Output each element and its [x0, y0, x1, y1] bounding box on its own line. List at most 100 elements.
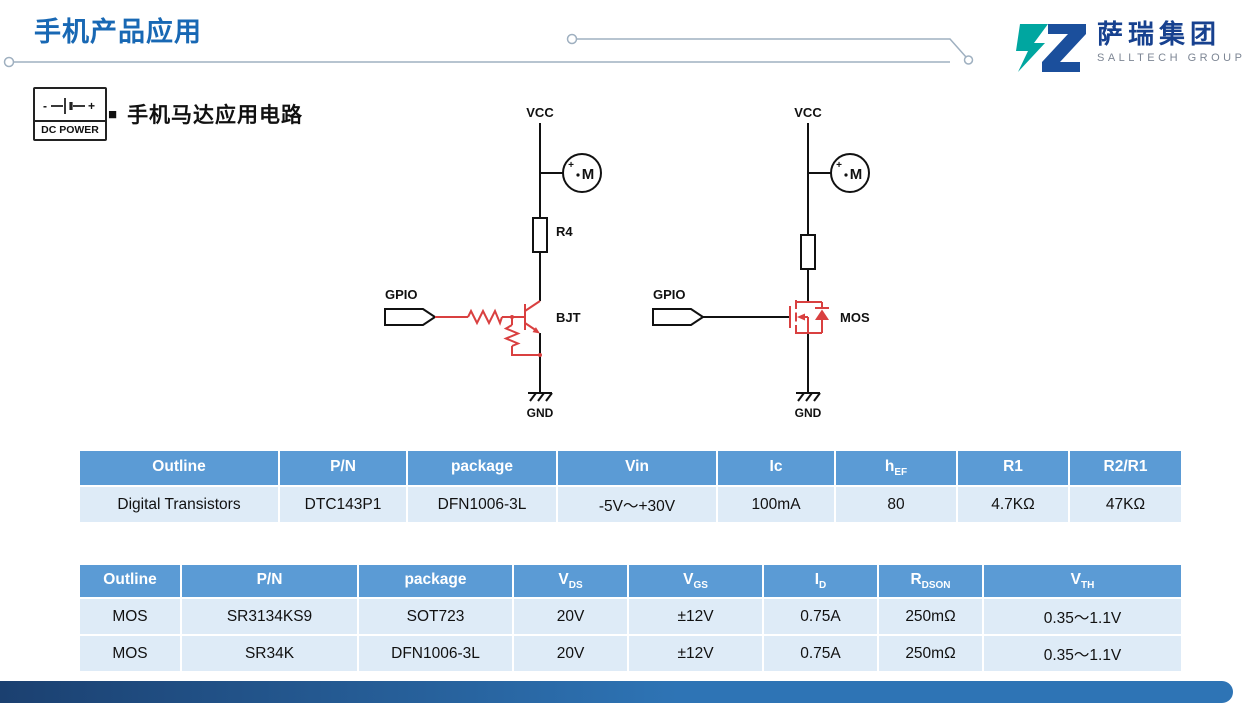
column-header: ID — [762, 563, 879, 599]
transistor-spec-table: Outline P/N package Vin Ic hEF R1 R2/R1 … — [78, 449, 1183, 524]
table-cell: Digital Transistors — [78, 485, 280, 524]
body-arrow — [797, 313, 805, 321]
gnd-label: GND — [795, 406, 822, 420]
section-title: 手机马达应用电路 — [127, 104, 304, 127]
base-emitter-resistor-symbol — [503, 324, 521, 347]
logo-company-name-en: SALLTECH GROUP — [1097, 51, 1246, 64]
table-row: Digital Transistors DTC143P1 DFN1006-3L … — [78, 485, 1183, 524]
bjt-label: BJT — [556, 310, 581, 325]
header-subscript: TH — [1081, 580, 1095, 592]
header-label: package — [450, 457, 514, 475]
header-label: P/N — [330, 457, 356, 475]
gpio-connector — [652, 308, 705, 326]
gpio-label: GPIO — [653, 287, 686, 302]
header-label: Ic — [769, 457, 783, 475]
table-cell: DTC143P1 — [278, 485, 408, 524]
column-header: VGS — [627, 563, 764, 599]
junction-dot — [510, 315, 514, 319]
column-header: R1 — [956, 449, 1070, 487]
column-header: Vin — [556, 449, 718, 487]
column-header: P/N — [278, 449, 408, 487]
section-bullet: ■ — [108, 105, 118, 123]
table-cell: MOS — [78, 597, 182, 636]
table-header-row: Outline P/N package Vin Ic hEF R1 R2/R1 — [78, 449, 1183, 487]
header-label: V — [1070, 570, 1081, 588]
dc-power-icon: - + DC POWER — [33, 87, 107, 141]
table-row: MOS SR34K DFN1006-3L 20V ±12V 0.75A 250m… — [78, 634, 1183, 673]
logo-text: 萨瑞集团 SALLTECH GROUP — [1097, 19, 1246, 64]
logo: 萨瑞集团 SALLTECH GROUP — [1012, 19, 1246, 76]
column-header: VDS — [512, 563, 629, 599]
vcc-label: VCC — [794, 105, 822, 120]
wires — [703, 123, 831, 393]
dc-power-label: DC POWER — [35, 120, 105, 139]
table-cell: 0.35～1.1V — [982, 597, 1183, 636]
gnd-label: GND — [527, 406, 554, 420]
table-row: MOS SR3134KS9 SOT723 20V ±12V 0.75A 250m… — [78, 597, 1183, 636]
motor-symbol — [830, 153, 870, 193]
junction-dot — [538, 353, 542, 357]
motor-symbol — [562, 153, 602, 193]
table-cell: SOT723 — [357, 597, 514, 636]
column-header: Outline — [78, 563, 182, 599]
table-cell: SR34K — [180, 634, 359, 673]
footer-bar — [0, 681, 1233, 703]
table-cell: ±12V — [627, 597, 764, 636]
bjt-transistor-symbol — [435, 300, 542, 357]
header-label: V — [558, 570, 569, 588]
motor-plus-label: + — [568, 160, 574, 171]
line-endpoint-circle — [963, 55, 974, 65]
body-diode-symbol — [815, 309, 829, 320]
header-label: Vin — [625, 457, 649, 475]
column-header: package — [406, 449, 558, 487]
header-label: R2/R1 — [1103, 457, 1148, 475]
resistor-symbol — [800, 234, 816, 270]
header-label: V — [683, 570, 694, 588]
column-header: VTH — [982, 563, 1183, 599]
battery-plus-label: + — [88, 99, 95, 113]
mos-spec-table: Outline P/N package VDS VGS ID RDSON VTH… — [78, 563, 1183, 673]
column-header: Ic — [716, 449, 836, 487]
battery-symbol-icon: - + — [43, 98, 95, 114]
header-label: package — [404, 570, 467, 588]
column-header: hEF — [834, 449, 958, 487]
table-cell: 20V — [512, 597, 629, 636]
table-cell: 80 — [834, 485, 958, 524]
resistor-r4-symbol — [532, 217, 548, 253]
motor-dot — [576, 173, 580, 177]
header-label: R1 — [1003, 457, 1023, 475]
table-cell: 100mA — [716, 485, 836, 524]
table-cell: MOS — [78, 634, 182, 673]
table-cell: 4.7KΩ — [956, 485, 1070, 524]
table-cell: 0.75A — [762, 597, 879, 636]
header-subscript: DSON — [921, 580, 951, 592]
emitter-arrow — [532, 327, 540, 334]
table-cell: ±12V — [627, 634, 764, 673]
column-header: R2/R1 — [1068, 449, 1183, 487]
table-cell: 20V — [512, 634, 629, 673]
header-label: P/N — [256, 570, 283, 588]
mos-label: MOS — [840, 310, 870, 325]
column-header: P/N — [180, 563, 359, 599]
circuit-diagram: VCC + M R4 GPIO — [384, 105, 870, 420]
line-endpoint-circle — [3, 56, 15, 68]
table-cell: -5V～+30V — [556, 485, 718, 524]
gpio-connector — [384, 308, 437, 326]
table-cell: SR3134KS9 — [180, 597, 359, 636]
table-cell: 47KΩ — [1068, 485, 1183, 524]
wires — [539, 123, 563, 393]
bjt-circuit: VCC + M R4 GPIO — [384, 105, 602, 420]
logo-company-name: 萨瑞集团 — [1097, 19, 1222, 49]
header-label: Outline — [103, 570, 157, 588]
line-endpoint-circle — [566, 33, 578, 45]
motor-label: M — [850, 166, 863, 183]
page-title: 手机产品应用 — [34, 17, 202, 47]
header-subscript: DS — [568, 580, 583, 592]
resistor-r4-label: R4 — [556, 224, 573, 239]
motor-dot — [844, 173, 848, 177]
table-cell: DFN1006-3L — [357, 634, 514, 673]
ground-symbol — [796, 392, 821, 402]
header-subscript: GS — [693, 580, 708, 592]
header-label: Outline — [152, 457, 206, 475]
